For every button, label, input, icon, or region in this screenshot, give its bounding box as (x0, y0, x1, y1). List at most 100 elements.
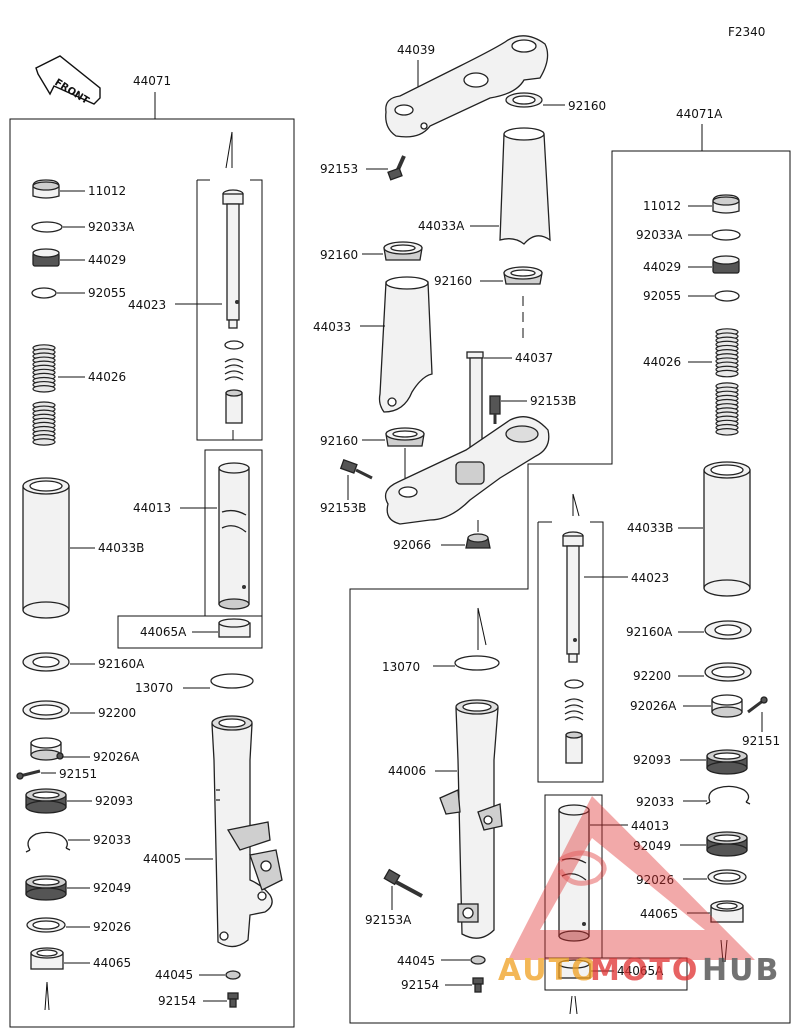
label-44037: 44037 (515, 351, 553, 365)
label-92153: 92153 (320, 162, 358, 176)
label-44023: 44023 (128, 298, 166, 312)
r-label-92026A: 92026A (630, 699, 677, 713)
steering-assembly: 44039 92160 92153 44033A (313, 35, 606, 552)
r-label-44023: 44023 (631, 571, 669, 585)
left-assembly-box (9, 118, 295, 1028)
washer-92026-part (26, 917, 66, 933)
bolt-44029-part (32, 248, 60, 267)
spring-coil (715, 369, 739, 378)
label-11012: 11012 (88, 184, 126, 198)
r-seal-92160A-part (704, 620, 752, 640)
r-bolt-44029-part (712, 255, 740, 274)
seal-92160-mid-part (383, 241, 423, 261)
r-clamp-92026A-part (711, 694, 743, 718)
spring-coil (32, 438, 56, 446)
automotohub-watermark-logo: AUTO MOTO HUB (498, 796, 778, 988)
r-label-44029: 44029 (643, 260, 681, 274)
watermark-text-auto: AUTO (498, 953, 599, 988)
r-washer-92200-part (704, 662, 752, 682)
oring-92055-part (31, 287, 57, 299)
r-label-92033A: 92033A (636, 228, 683, 242)
left-inner-box-44065A (117, 615, 263, 649)
seal-92160-top-part (505, 92, 543, 108)
bolt-92153B-right-part (489, 395, 501, 424)
m-bolt-92154-part (472, 977, 484, 993)
spring-coil (32, 385, 56, 393)
cover-44033A-part (499, 127, 551, 245)
r-label-92049: 92049 (633, 839, 671, 853)
tube-44033B-part (22, 477, 70, 619)
nut-92066-part (465, 533, 491, 549)
label-92160-top: 92160 (568, 99, 606, 113)
label-92055: 92055 (88, 286, 126, 300)
seal-92160A-part (22, 652, 70, 672)
r-label-92151: 92151 (742, 734, 780, 748)
label-92026A: 92026A (93, 750, 140, 764)
bushing-44065A-part (218, 618, 251, 638)
clip-92033-part (25, 831, 71, 853)
r-cap-11012-part (712, 194, 740, 214)
label-44033A: 44033A (418, 219, 465, 233)
label-44033: 44033 (313, 320, 351, 334)
oring-92033A-part (31, 221, 63, 233)
clamp-92026A-part (30, 737, 64, 761)
right-fork-assembly: 44071A 11012 92033A 44029 92055 44026 (349, 107, 791, 1024)
r-label-92200: 92200 (633, 669, 671, 683)
label-92153B-left: 92153B (320, 501, 366, 515)
seal-92093-part (25, 788, 67, 814)
label-92033A: 92033A (88, 220, 135, 234)
seal-92160-right-part (503, 266, 543, 285)
label-44005: 44005 (143, 852, 181, 866)
label-92154: 92154 (158, 994, 196, 1008)
top-bracket-44039-part (385, 35, 549, 138)
r-tube-44033B-part (703, 461, 751, 597)
r-label-11012: 11012 (643, 199, 681, 213)
m-label-44006: 44006 (388, 764, 426, 778)
r-oring-92055-part (714, 290, 740, 302)
r-label-44033B: 44033B (627, 521, 673, 535)
m-label-13070: 13070 (382, 660, 420, 674)
r-label-92033: 92033 (636, 795, 674, 809)
r-label-44026: 44026 (643, 355, 681, 369)
label-92151: 92151 (59, 767, 97, 781)
label-44065A: 44065A (140, 625, 187, 639)
m-label-44045: 44045 (397, 954, 435, 968)
bolt-92153-part (387, 155, 406, 181)
right-assembly-number: 44071A (676, 107, 723, 121)
label-92066: 92066 (393, 538, 431, 552)
label-92026: 92026 (93, 920, 131, 934)
label-44029: 44029 (88, 253, 126, 267)
bolt-92153B-left-part (339, 459, 373, 480)
r-spring-44026-part (715, 328, 739, 436)
screw-92151-part (16, 769, 41, 780)
washer-92200-part (22, 700, 70, 720)
r-label-92093: 92093 (633, 753, 671, 767)
bolt-92154-part (227, 992, 239, 1008)
label-44033B: 44033B (98, 541, 144, 555)
cap-11012-part (32, 179, 60, 199)
front-arrow-icon: FRONT (35, 55, 101, 107)
left-fork-assembly: 44071 11012 92033A 44029 92055 (9, 74, 295, 1028)
label-92153B-right: 92153B (530, 394, 576, 408)
r-label-44065A: 44065A (617, 964, 664, 978)
r-bushing-44065-part (710, 900, 744, 923)
r-rod-44023-part (562, 531, 584, 764)
r-label-92055: 92055 (643, 289, 681, 303)
right-assembly-box (349, 150, 791, 1024)
m-label-92153A: 92153A (365, 913, 412, 927)
r-seal-92093-part (706, 749, 748, 775)
bushing-44065-part (30, 947, 64, 970)
label-92160-right: 92160 (434, 274, 472, 288)
left-inner-box-44023 (196, 179, 263, 441)
label-44039: 44039 (397, 43, 435, 57)
r-seal-92049-part (706, 831, 748, 857)
label-44065: 44065 (93, 956, 131, 970)
label-92160A: 92160A (98, 657, 145, 671)
diagram-code: F2340 (728, 25, 765, 39)
r-label-92026: 92026 (636, 873, 674, 887)
spring-coil (715, 428, 739, 436)
right-inner-box-44065A (544, 957, 688, 991)
label-92160-low: 92160 (320, 434, 358, 448)
